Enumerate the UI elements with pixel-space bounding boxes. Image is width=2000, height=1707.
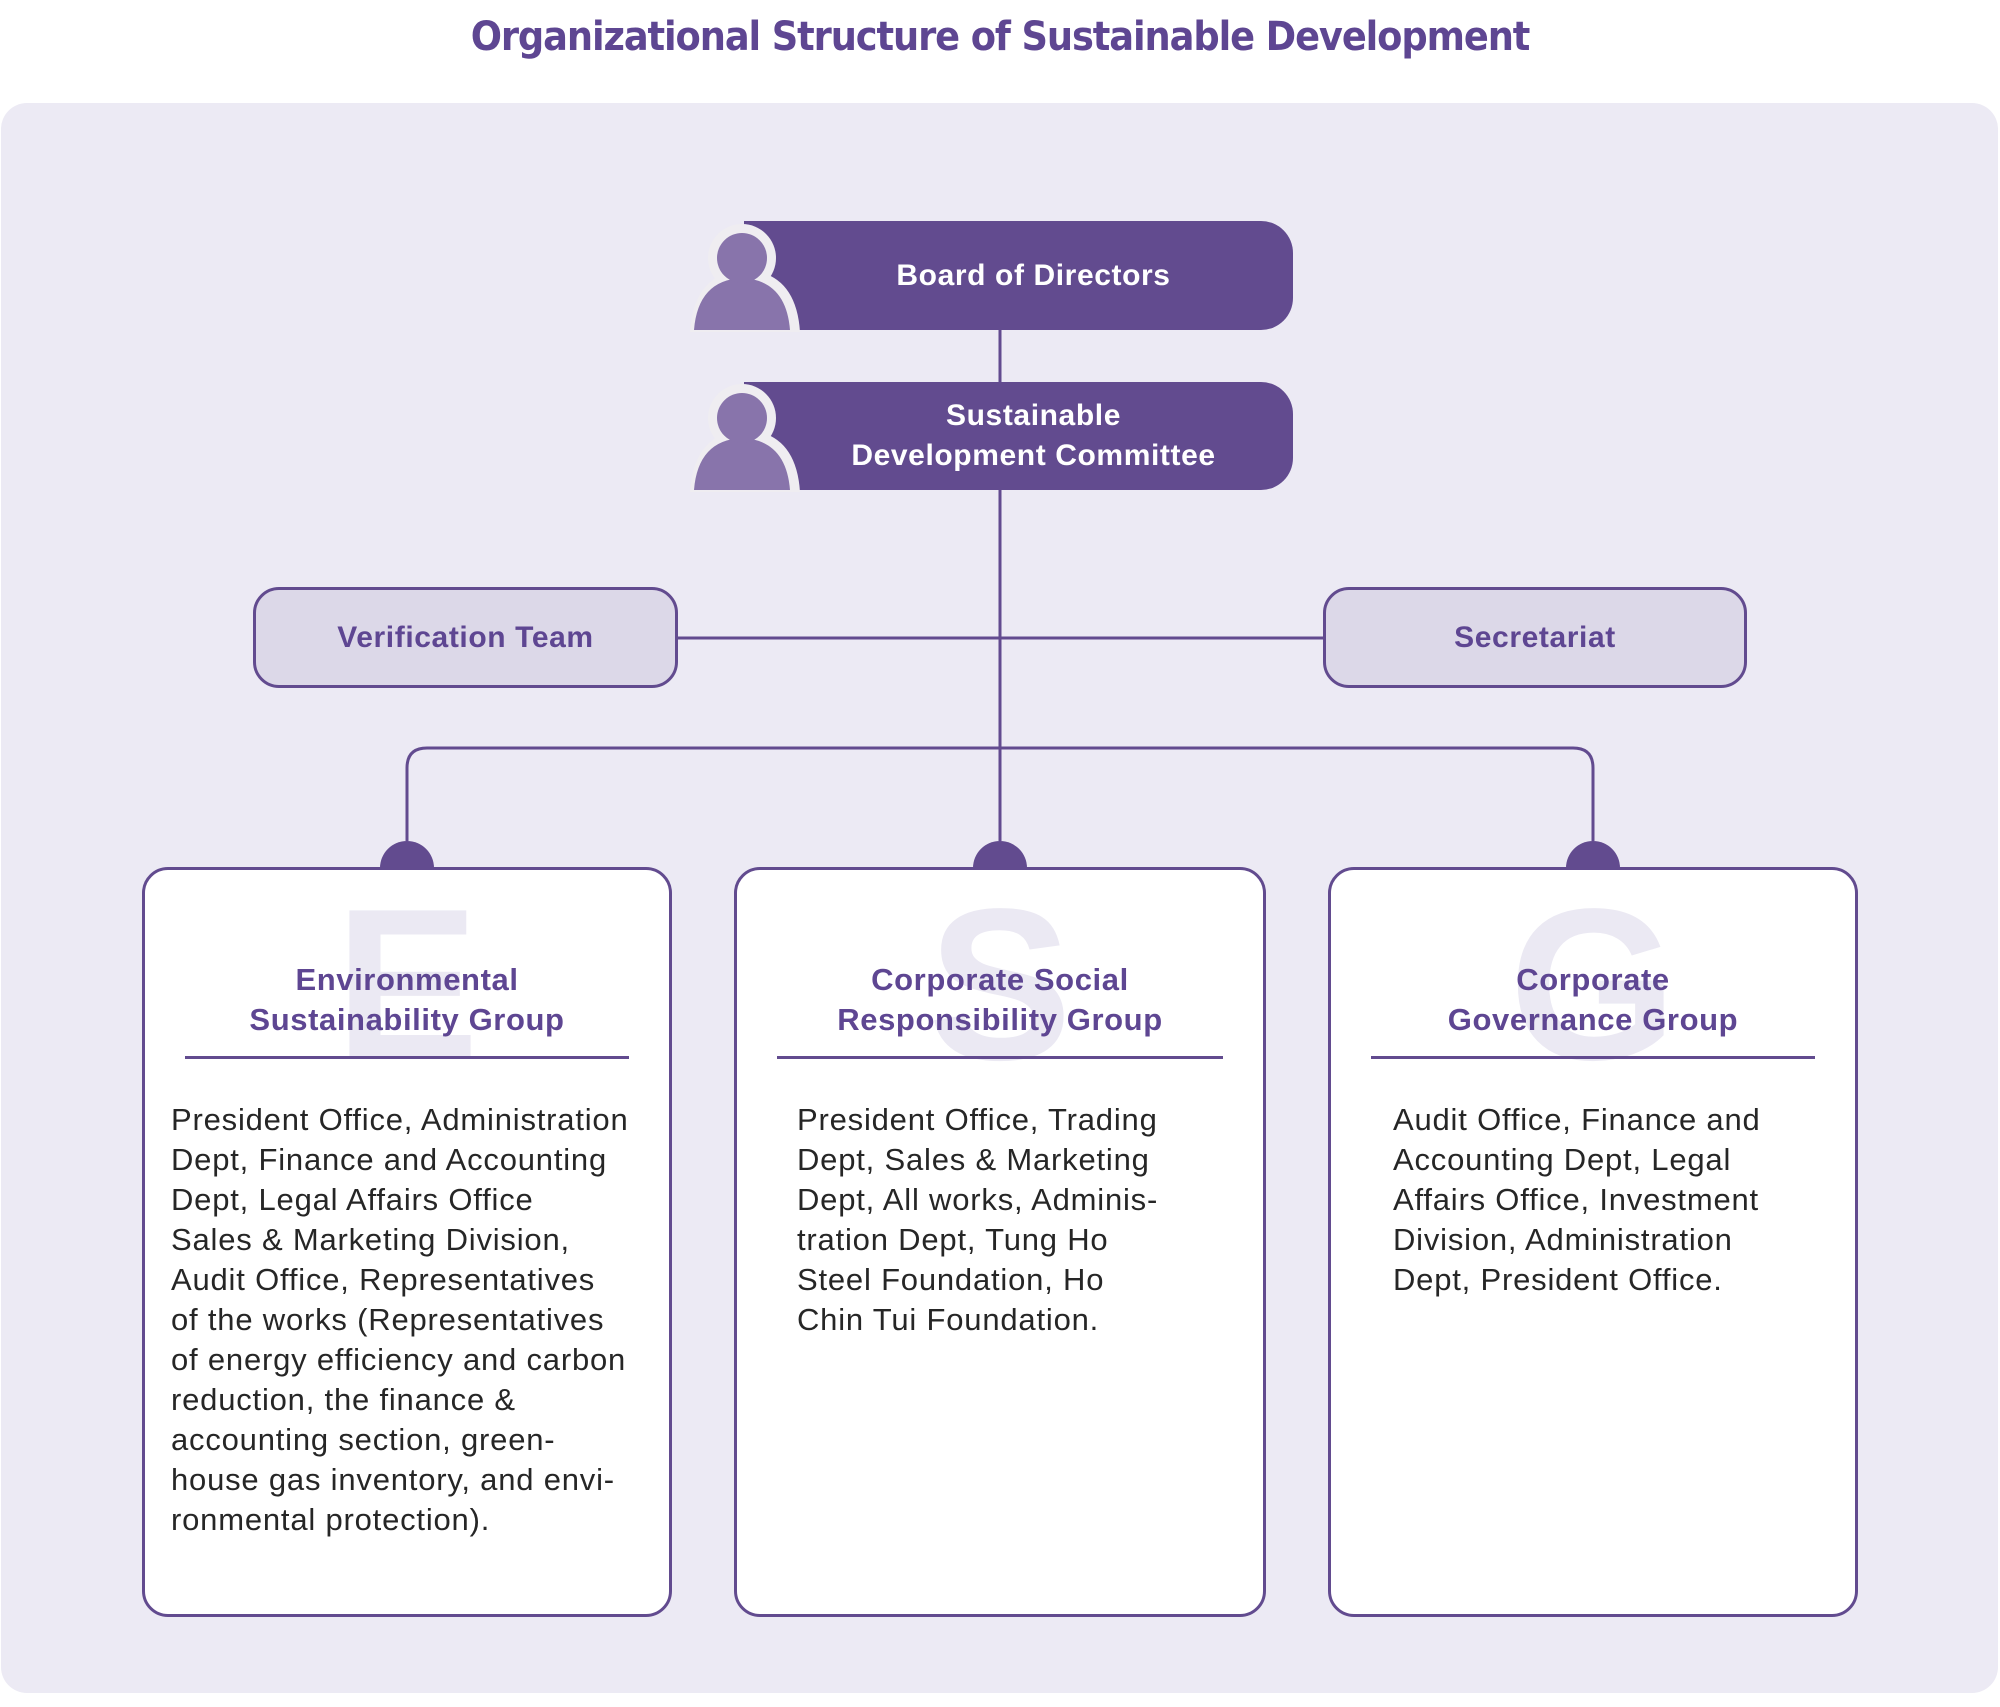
page-title: Organizational Structure of Sustainable … — [470, 14, 1531, 60]
sustainable-development-committee-label: Sustainable Development Committee — [851, 399, 1216, 472]
verification-team-label: Verification Team — [337, 620, 594, 654]
person-icon — [690, 224, 800, 332]
sustainable-development-committee-node[interactable]: Sustainable Development Committee — [744, 382, 1293, 490]
board-of-directors-label: Board of Directors — [896, 258, 1171, 292]
divider — [777, 1056, 1223, 1059]
secretariat-label: Secretariat — [1454, 620, 1616, 654]
person-icon — [690, 384, 800, 492]
group-members: President Office, Administration Dept, F… — [171, 1102, 629, 1537]
environmental-group-card[interactable]: E Environmental Sustainability Group Pre… — [142, 867, 672, 1617]
social-responsibility-group-card[interactable]: S Corporate Social Responsibility Group … — [734, 867, 1266, 1617]
divider — [1371, 1056, 1815, 1059]
group-members: Audit Office, Finance and Accounting Dep… — [1393, 1102, 1761, 1297]
group-members: President Office, Trading Dept, Sales & … — [797, 1102, 1159, 1337]
governance-group-card[interactable]: G Corporate Governance Group Audit Offic… — [1328, 867, 1858, 1617]
group-title: Corporate Governance Group — [1447, 962, 1739, 1037]
secretariat-node[interactable]: Secretariat — [1323, 587, 1747, 688]
divider — [185, 1056, 629, 1059]
connector-groups-branch — [405, 746, 1595, 841]
verification-team-node[interactable]: Verification Team — [253, 587, 678, 688]
board-of-directors-node[interactable]: Board of Directors — [744, 221, 1293, 330]
group-title: Environmental Sustainability Group — [249, 962, 565, 1037]
group-title: Corporate Social Responsibility Group — [837, 962, 1163, 1037]
